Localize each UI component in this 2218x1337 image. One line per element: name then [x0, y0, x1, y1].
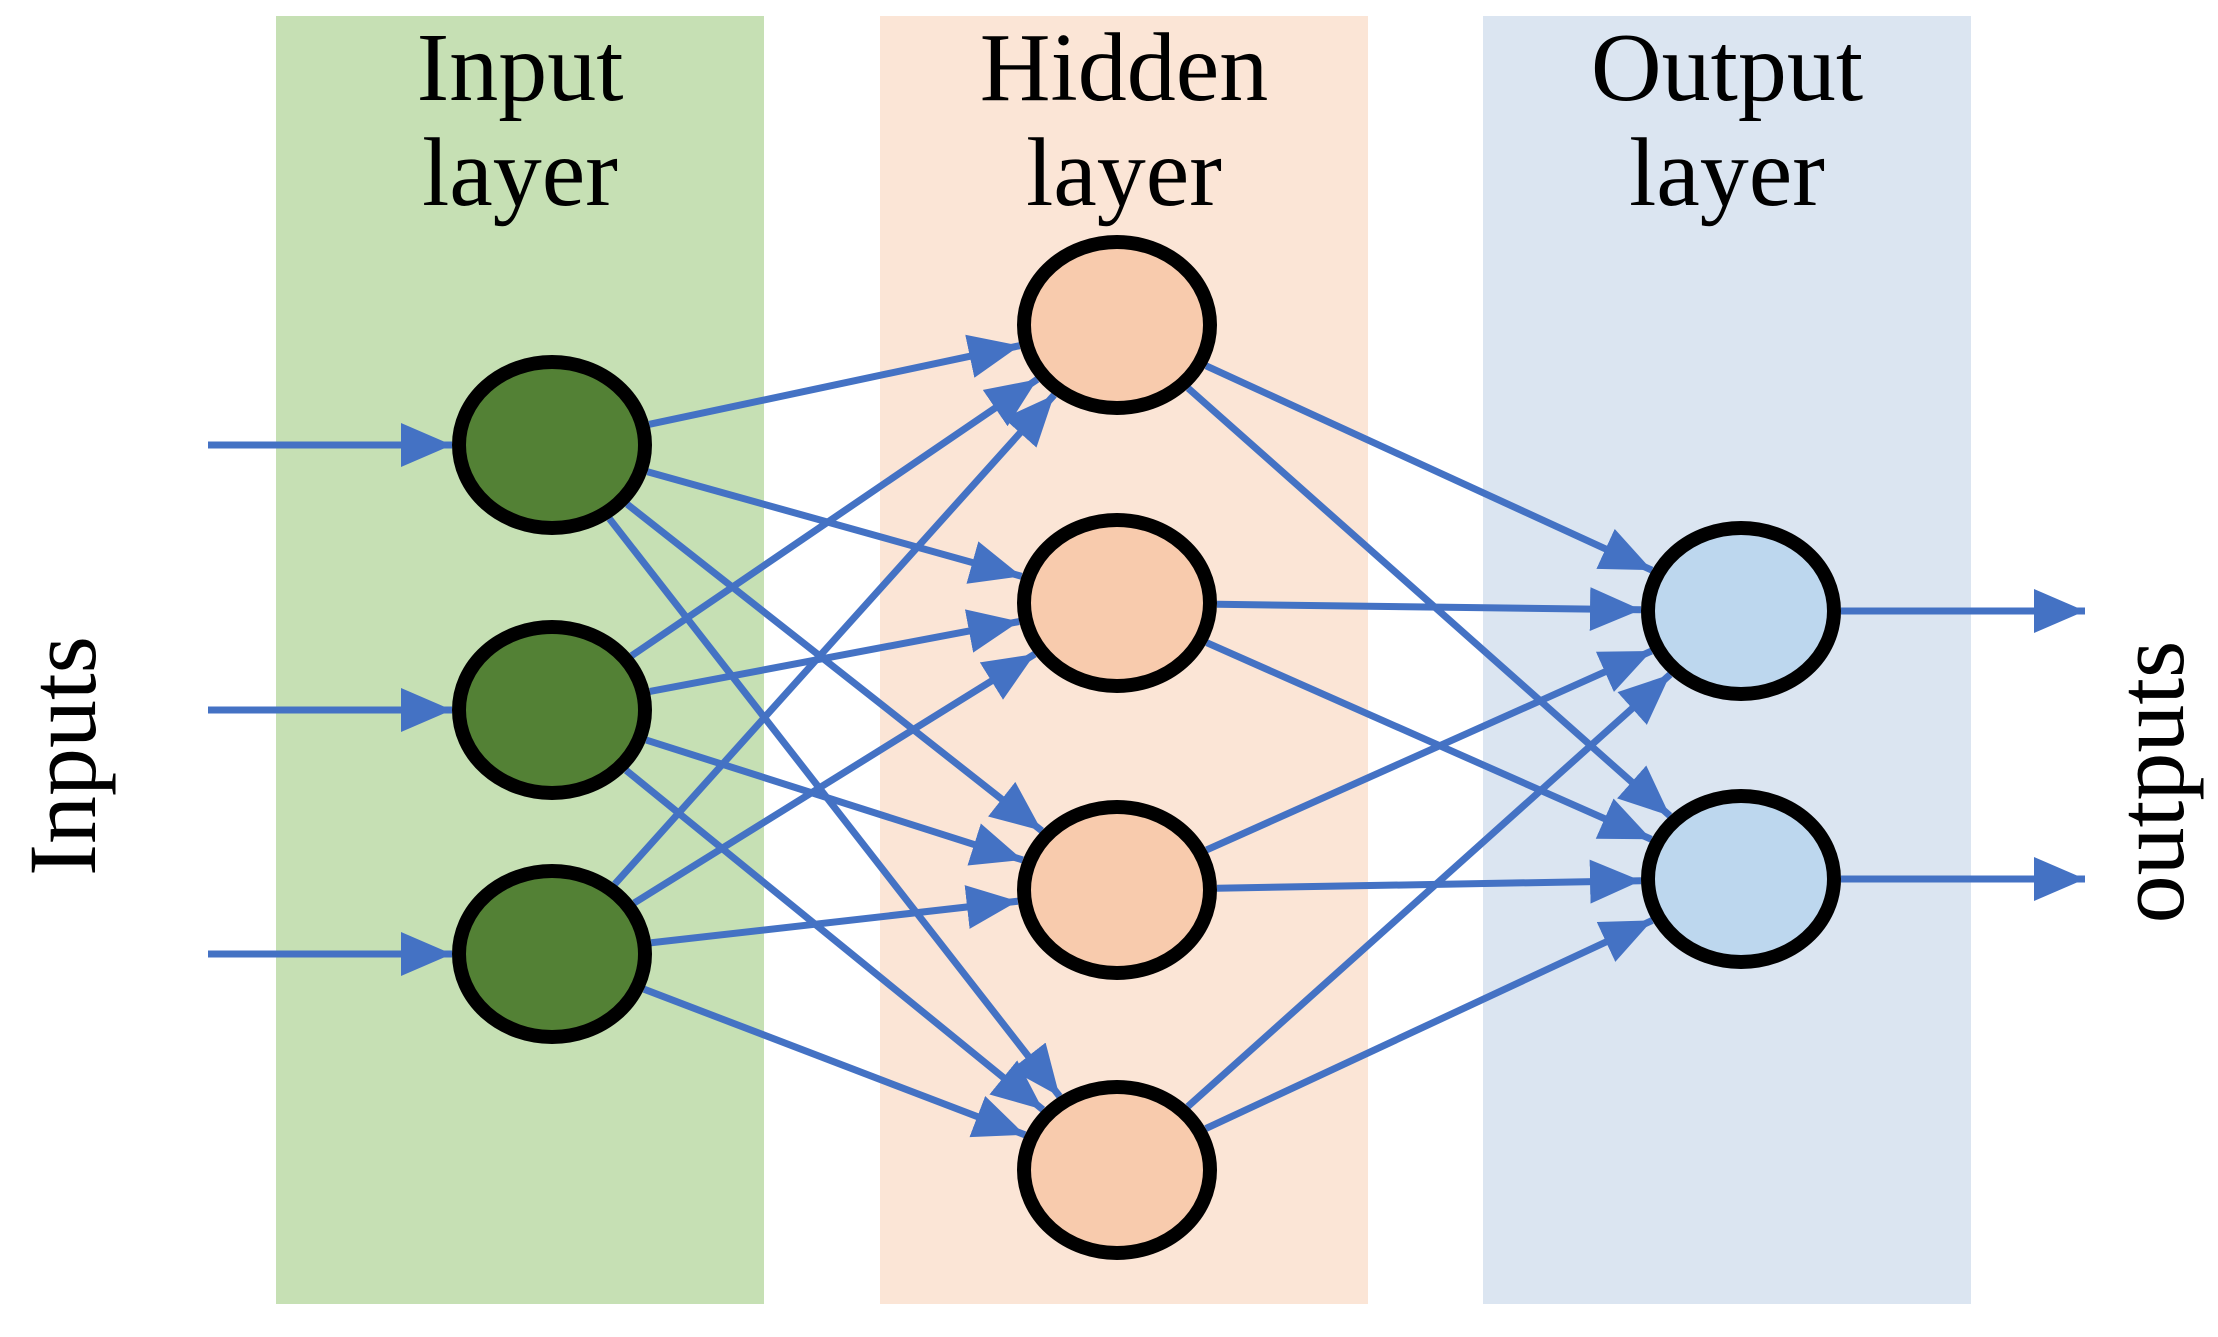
edge-input1-hidden3: [625, 501, 1044, 834]
edge-input1-hidden4: [606, 516, 1063, 1099]
connection-arrows: [208, 334, 2085, 1139]
edge-input1-hidden2: [646, 468, 1023, 584]
hidden-neuron-1: [1017, 235, 1217, 415]
hidden-neuron-4: [1017, 1080, 1217, 1260]
input-neuron-2: [452, 620, 652, 800]
edge-input3-hidden1: [612, 392, 1057, 887]
labels: Input layer Hidden layer Output layer In…: [9, 14, 2204, 923]
edge-hidden3-output1: [1205, 647, 1653, 854]
hidden-layer-label-line2: layer: [1026, 119, 1222, 227]
output-neuron-1: [1641, 521, 1841, 701]
edge-input2-hidden4: [623, 767, 1046, 1113]
inputs-axis-label: Inputs: [9, 636, 116, 876]
edge-input3-hidden2: [632, 651, 1037, 906]
edge-input2-hidden2: [649, 609, 1020, 695]
neuron-nodes: [452, 235, 1841, 1260]
hidden-neuron-3: [1017, 800, 1217, 980]
edge-input1-hidden1: [648, 334, 1021, 428]
input-neuron-1: [452, 355, 652, 535]
input-layer-label-line2: layer: [422, 119, 618, 227]
hidden-neuron-2: [1017, 513, 1217, 693]
edge-hidden2-output1: [1216, 587, 1642, 632]
edge-input3-hidden3: [650, 885, 1019, 947]
edge-input2-hidden3: [645, 736, 1024, 866]
output-layer-label-line2: layer: [1629, 119, 1825, 227]
edge-hidden4-output2: [1204, 917, 1654, 1132]
edge-hidden4-output1: [1185, 671, 1673, 1110]
edge-input2-hidden1: [629, 376, 1040, 659]
edge-hidden2-output2: [1205, 639, 1653, 843]
edge-input3-hidden4: [642, 985, 1027, 1139]
edge-hidden1-output1: [1204, 362, 1654, 574]
output-layer-label-line1: Output: [1591, 14, 1863, 122]
input-neuron-3: [452, 864, 652, 1044]
hidden-layer-label-line1: Hidden: [980, 14, 1269, 122]
edge-hidden3-output2: [1216, 859, 1642, 904]
output-neuron-2: [1641, 789, 1841, 969]
outputs-axis-label: outputs: [2097, 641, 2204, 924]
input-layer-label-line1: Input: [417, 14, 624, 122]
